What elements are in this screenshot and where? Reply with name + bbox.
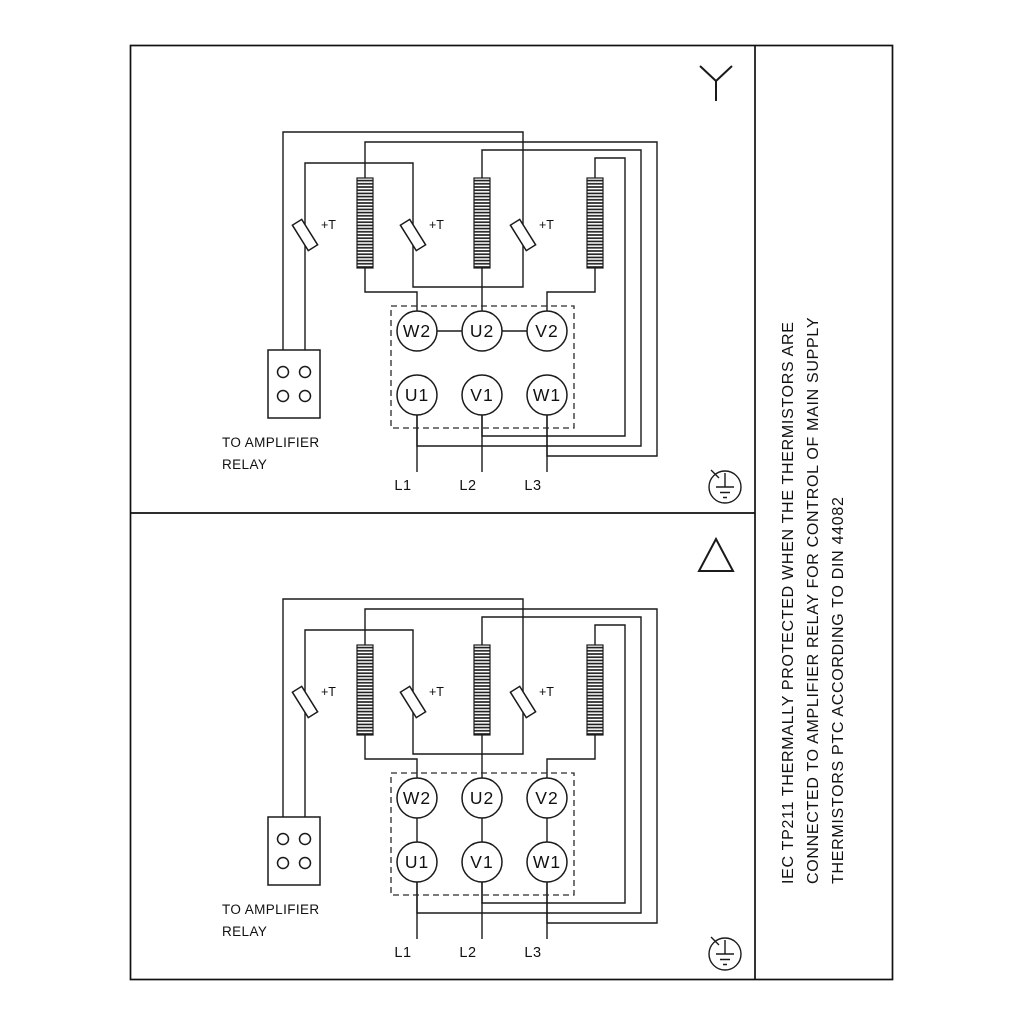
relay-note-line1: TO AMPLIFIER <box>222 902 320 917</box>
terminal-v1-label: V1 <box>470 385 493 405</box>
supply-l3-label: L3 <box>524 478 541 494</box>
terminal-u2-label: U2 <box>470 321 494 341</box>
terminal-v2-label: V2 <box>535 321 558 341</box>
thermistor-label: +T <box>429 685 444 699</box>
delta-panel-labels: W2 U2 V2 U1 V1 W1 +T +T +T TO AMPLIFIER … <box>222 685 561 961</box>
terminal-v1-label: V1 <box>470 852 493 872</box>
side-note-line1: IEC TP211 THERMALLY PROTECTED WHEN THE T… <box>780 321 797 884</box>
terminal-w1-label: W1 <box>533 385 561 405</box>
delta-panel-circuit <box>267 598 742 971</box>
star-panel-labels: W2 U2 V2 U1 V1 W1 +T +T +T TO AMPLIFIER … <box>222 218 561 494</box>
terminal-u1-label: U1 <box>405 852 429 872</box>
side-note-line3: THERMISTORS PTC ACCORDING TO DIN 44082 <box>830 496 847 884</box>
delta-terminal-links <box>416 818 548 842</box>
relay-note-line2: RELAY <box>222 457 267 472</box>
terminal-w1-label: W1 <box>533 852 561 872</box>
terminal-w2-label: W2 <box>403 321 431 341</box>
relay-note-line2: RELAY <box>222 924 267 939</box>
thermistor-label: +T <box>539 218 554 232</box>
supply-l2-label: L2 <box>459 945 476 961</box>
delta-connection-icon <box>697 536 735 572</box>
supply-l3-label: L3 <box>524 945 541 961</box>
terminal-u2-label: U2 <box>470 788 494 808</box>
thermistor-label: +T <box>429 218 444 232</box>
thermistor-label: +T <box>321 685 336 699</box>
terminal-u1-label: U1 <box>405 385 429 405</box>
terminal-w2-label: W2 <box>403 788 431 808</box>
star-connection-icon <box>699 65 733 101</box>
supply-l1-label: L1 <box>394 478 411 494</box>
supply-l1-label: L1 <box>394 945 411 961</box>
star-panel-circuit <box>267 131 742 504</box>
thermistor-label: +T <box>321 218 336 232</box>
thermistor-label: +T <box>539 685 554 699</box>
terminal-v2-label: V2 <box>535 788 558 808</box>
side-note: IEC TP211 THERMALLY PROTECTED WHEN THE T… <box>780 317 847 884</box>
relay-note-line1: TO AMPLIFIER <box>222 435 320 450</box>
side-note-line2: CONNECTED TO AMPLIFIER RELAY FOR CONTROL… <box>805 317 822 884</box>
supply-l2-label: L2 <box>459 478 476 494</box>
